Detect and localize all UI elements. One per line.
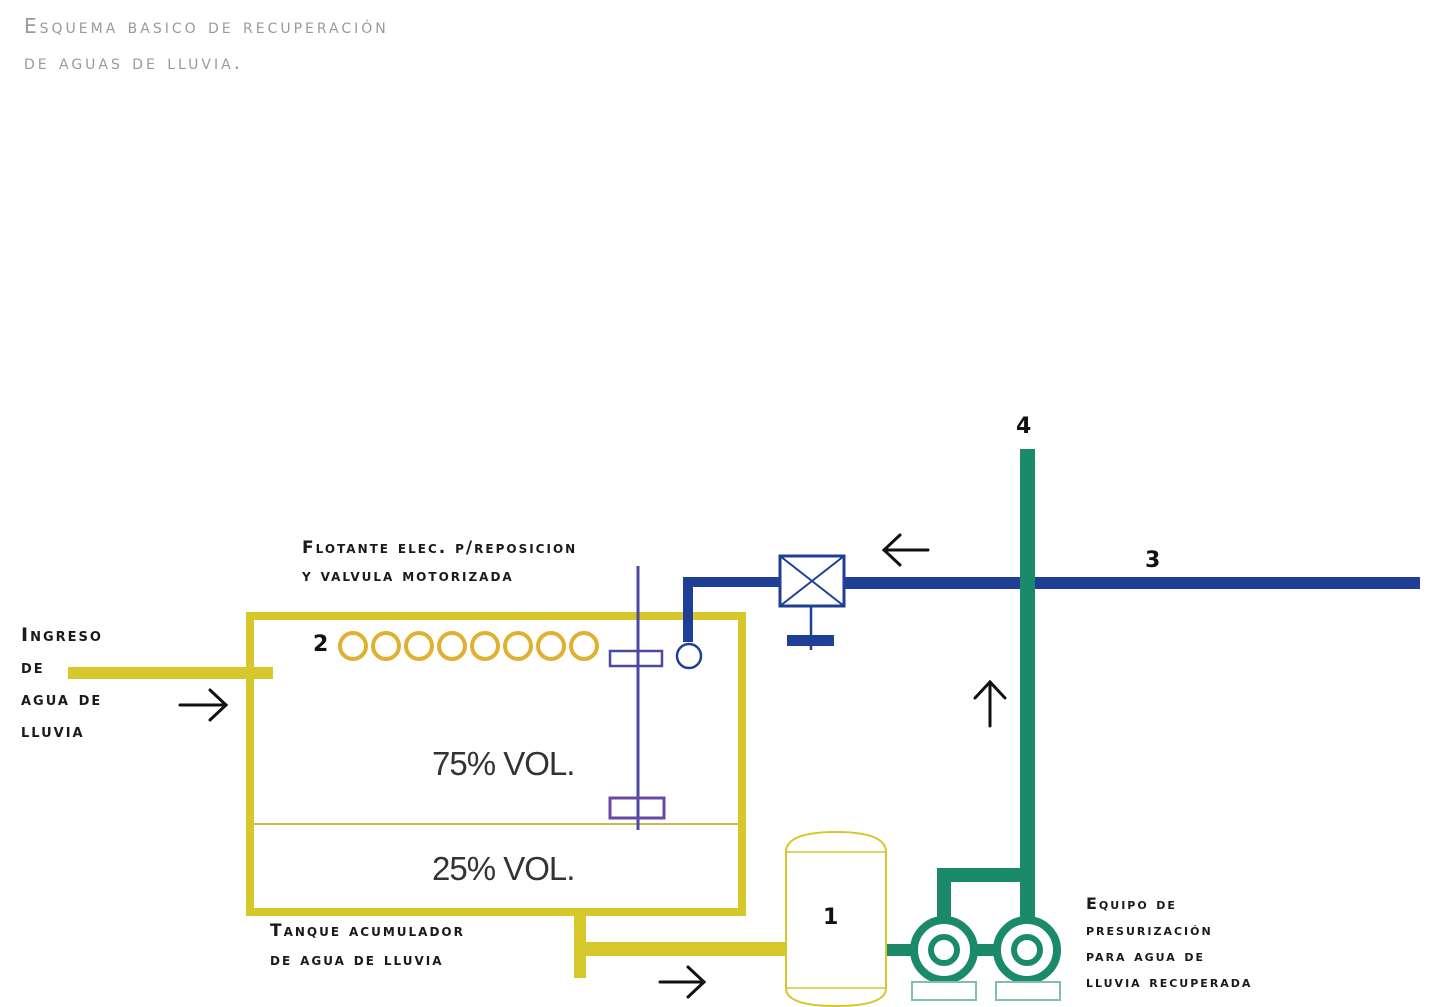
marker-3: 3 xyxy=(1145,548,1161,573)
outlet-pipe xyxy=(574,942,790,956)
pressurization-label-line1: Equipo de xyxy=(1086,894,1177,913)
arrow-right-icon xyxy=(178,688,229,722)
arrow-left-icon xyxy=(881,533,930,567)
arrow-up-icon xyxy=(973,679,1007,728)
diagram-title-line2: de aguas de lluvia. xyxy=(24,50,244,74)
storage-tank xyxy=(246,612,746,916)
valve-cross-b xyxy=(779,555,845,607)
pressurization-label-line4: lluvia recuperada xyxy=(1086,972,1253,991)
marker-2: 2 xyxy=(313,632,329,657)
tank-upper-volume-label: 75% VOL. xyxy=(432,745,574,782)
float-coil xyxy=(338,631,599,661)
float-lower xyxy=(608,796,666,820)
pressurization-label-line3: para agua de xyxy=(1086,946,1205,965)
marker-1: 1 xyxy=(823,905,839,930)
tank-lower-volume-label: 25% VOL. xyxy=(432,850,574,887)
tank-label-line1: Tanque acumulador xyxy=(270,921,465,941)
arrow-right-icon xyxy=(658,965,707,999)
pump-right xyxy=(993,916,1061,1001)
marker-4: 4 xyxy=(1016,414,1032,439)
recovered-riser-pipe xyxy=(1020,449,1035,919)
network-inlet-nozzle xyxy=(675,642,703,670)
float-valve-label-line2: y valvula motorizada xyxy=(302,566,514,586)
network-supply-pipe xyxy=(683,577,780,642)
inlet-label-line4: lluvia xyxy=(21,720,85,742)
diagram-title-line1: Esquema basico de recuperación xyxy=(24,14,389,38)
valve-actuator xyxy=(787,635,834,646)
pump-left xyxy=(910,916,978,1001)
float-upper xyxy=(608,649,664,668)
inlet-label-line2: de xyxy=(21,656,45,678)
pressurization-label-line2: presurización xyxy=(1086,920,1213,939)
float-valve-label-line1: Flotante elec. p/reposicion xyxy=(302,538,578,558)
inlet-label-line3: agua de xyxy=(21,688,103,710)
tank-label-line2: de agua de lluvia xyxy=(270,950,444,970)
inlet-label-line1: Ingreso xyxy=(21,624,103,646)
